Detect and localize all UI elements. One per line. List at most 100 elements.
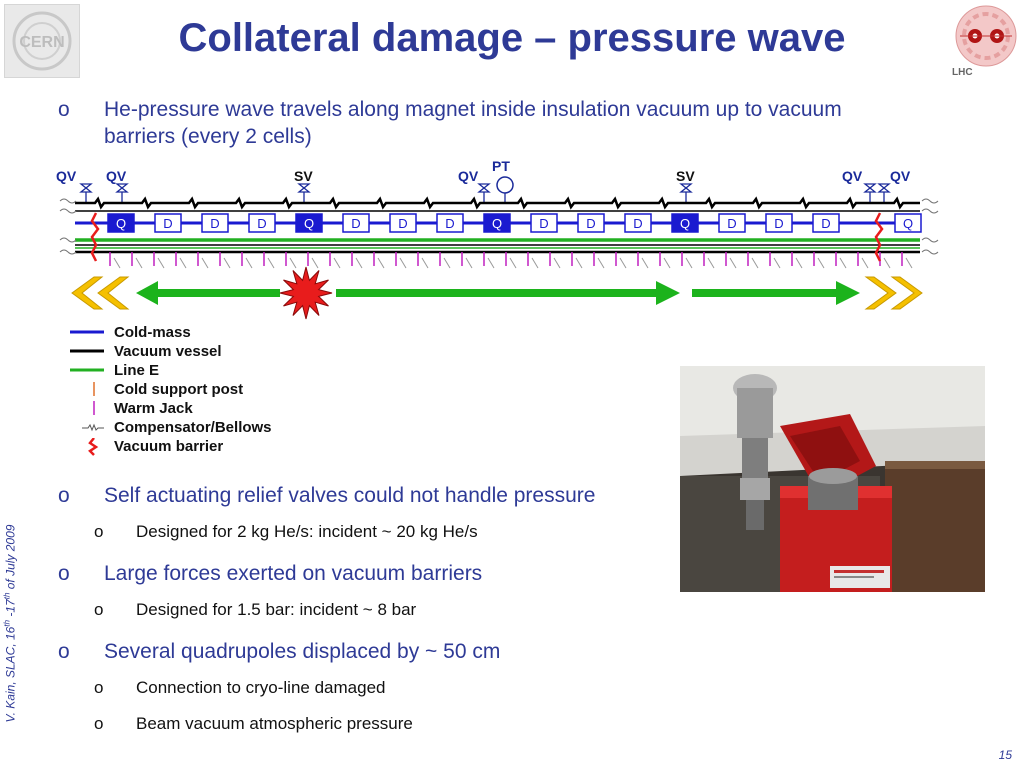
- bullet-text: Self actuating relief valves could not h…: [104, 484, 596, 507]
- bullet-text: Several quadrupoles displaced by ~ 50 cm: [104, 640, 501, 663]
- magnet-quadrupole: [483, 213, 511, 233]
- jack-base: [883, 257, 891, 269]
- jack-base: [157, 257, 165, 269]
- legend-label: Line E: [114, 362, 160, 379]
- magnet-label: D: [774, 216, 783, 231]
- jack-base: [905, 257, 913, 269]
- arrow-left-icon: [136, 281, 280, 305]
- magnet-label: D: [398, 216, 407, 231]
- valve-icon: [297, 183, 311, 193]
- magnet-label: D: [539, 216, 548, 231]
- legend-vessel-line-icon: [70, 349, 104, 353]
- magnet-dipole: [154, 213, 182, 233]
- lhc-logo: LHC: [944, 0, 1024, 80]
- magnet-label: Q: [492, 216, 502, 231]
- magnet-dipole: [765, 213, 793, 233]
- bellows-icon: [921, 198, 939, 204]
- jack-base: [685, 257, 693, 269]
- jack-base: [377, 257, 385, 269]
- jack-base: [355, 257, 363, 269]
- chevron-right-icon: [864, 276, 897, 310]
- diagram-arrows: [71, 266, 923, 320]
- cern-logo: CERN: [4, 4, 80, 78]
- legend-vacuum-barrier-icon: [88, 438, 99, 456]
- jack-base: [751, 257, 759, 269]
- jack-base: [179, 257, 187, 269]
- explosion-burst-icon: [279, 266, 333, 320]
- jack-base: [553, 257, 561, 269]
- jack-base: [531, 257, 539, 269]
- lhc-logo-icon: LHC: [952, 5, 1017, 78]
- jack-base: [399, 257, 407, 269]
- jack-base: [465, 257, 473, 269]
- magnet-label: D: [727, 216, 736, 231]
- jack-base: [289, 257, 297, 269]
- jack-base: [773, 257, 781, 269]
- bullet-marker: o: [58, 562, 70, 585]
- bellows-icon: [921, 208, 939, 214]
- jack-base: [597, 257, 605, 269]
- jack-base: [113, 257, 121, 269]
- legend-label: Cold support post: [114, 381, 244, 398]
- valve-icon: [115, 183, 129, 193]
- magnet-label: D: [445, 216, 454, 231]
- magnet-quadrupole: [295, 213, 323, 233]
- sub-bullet-marker: o: [94, 678, 104, 697]
- pressure-transducer-icon: [496, 176, 514, 194]
- vacuum-barrier-icon: [90, 212, 100, 262]
- credit-sup1: th: [2, 619, 12, 627]
- magnet-quadrupole: [894, 213, 922, 233]
- bellows-icon: [921, 249, 939, 255]
- valve-icon: [863, 183, 877, 193]
- magnet-label: D: [821, 216, 830, 231]
- jack-base: [707, 257, 715, 269]
- jack-base: [487, 257, 495, 269]
- bullet-marker: o: [58, 484, 70, 507]
- chevron-right-icon: [890, 276, 923, 310]
- valve-label: SV: [676, 168, 695, 184]
- magnet-label: D: [586, 216, 595, 231]
- bellows-icon: [921, 237, 939, 243]
- legend-line-e-line-icon: [70, 368, 104, 372]
- bullet-item: o Self actuating relief valves could not …: [58, 484, 678, 510]
- bellows-icon: [59, 198, 77, 204]
- magnet-dipole: [201, 213, 229, 233]
- diagram-pipes: [59, 196, 939, 269]
- valve-icon: [477, 183, 491, 193]
- jack-base: [861, 257, 869, 269]
- chevron-left-icon: [97, 276, 130, 310]
- magnet-label: D: [633, 216, 642, 231]
- jack-base: [245, 257, 253, 269]
- slide-title: Collateral damage – pressure wave: [178, 16, 846, 60]
- sub-bullet-text: Beam vacuum atmospheric pressure: [136, 714, 413, 733]
- valve-label: QV: [890, 168, 911, 184]
- magnet-dipole: [718, 213, 746, 233]
- jack-base: [795, 257, 803, 269]
- magnet-dipole: [812, 213, 840, 233]
- legend-label: Cold-mass: [114, 324, 191, 341]
- jack-base: [839, 257, 847, 269]
- magnet-dipole: [342, 213, 370, 233]
- magnet-label: D: [163, 216, 172, 231]
- lhc-logo-text: LHC: [952, 67, 973, 78]
- magnet-dipole: [436, 213, 464, 233]
- valve-label: QV: [842, 168, 863, 184]
- jack-base: [817, 257, 825, 269]
- bullet-text: Large forces exerted on vacuum barriers: [104, 562, 483, 585]
- legend-label: Compensator/Bellows: [114, 419, 272, 436]
- legend-cold-mass-line-icon: [70, 330, 104, 334]
- valve-icon: [679, 183, 693, 193]
- jack-base: [201, 257, 209, 269]
- valve-label: QV: [106, 168, 127, 184]
- bullet-item: o Large forces exerted on vacuum barriers: [58, 562, 678, 588]
- intro-bullet-line2: barriers (every 2 cells): [104, 125, 312, 148]
- sub-bullet-marker: o: [94, 522, 104, 541]
- magnet-quadrupole: [107, 213, 135, 233]
- vacuum-vessel-top: [75, 196, 920, 210]
- chevron-left-icon: [71, 276, 104, 310]
- magnet-dipole: [577, 213, 605, 233]
